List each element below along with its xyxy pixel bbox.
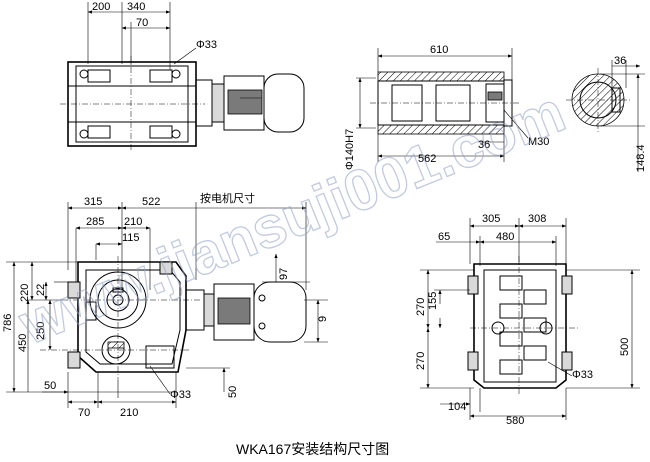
dim-bore: Φ140H7 — [344, 129, 356, 170]
dim-210-bottom: 210 — [120, 407, 138, 419]
dim-270-upper: 270 — [415, 298, 427, 316]
dim-786: 786 — [2, 314, 14, 332]
dim-308: 308 — [528, 213, 546, 225]
top-view-dims: 200 340 70 Φ33 — [92, 1, 217, 65]
dim-220: 220 — [19, 284, 31, 302]
dim-480: 480 — [496, 231, 514, 243]
dim-562: 562 — [418, 153, 436, 165]
shaft-section-dims: 610 Φ140H7 562 36 M30 — [344, 44, 549, 170]
dim-580: 580 — [506, 415, 524, 427]
dim-97: 97 — [278, 268, 290, 280]
dim-305: 305 — [482, 213, 500, 225]
motor-size-note: 按电机尺寸 — [200, 191, 255, 205]
dim-50-right: 50 — [227, 386, 239, 398]
dim-36-shaft: 36 — [478, 139, 490, 151]
dim-155: 155 — [427, 292, 439, 310]
dim-522: 522 — [142, 196, 160, 208]
dim-315: 315 — [84, 196, 102, 208]
dim-115: 115 — [122, 232, 140, 244]
thread-m30: M30 — [528, 136, 549, 148]
dim-450: 450 — [17, 334, 29, 352]
side-view-dims: 305 308 65 480 270 155 270 500 Φ33 104 5… — [415, 213, 631, 427]
dim-340: 340 — [127, 1, 145, 13]
shaft-section-view — [356, 48, 529, 162]
drawing-caption: WKA167安装结构尺寸图 — [236, 441, 389, 457]
dim-610: 610 — [430, 44, 448, 56]
hole-dia-side: Φ33 — [572, 369, 593, 381]
dim-36-end: 36 — [614, 55, 626, 67]
hole-dia-top: Φ33 — [196, 39, 217, 51]
shaft-end-dims: 36 148.4 — [614, 55, 647, 172]
dim-22: 22 — [35, 284, 47, 296]
dim-65: 65 — [438, 231, 450, 243]
side-view — [420, 218, 640, 420]
dim-9: 9 — [317, 316, 329, 322]
front-view — [6, 202, 328, 408]
dim-250: 250 — [35, 322, 47, 340]
dim-200: 200 — [92, 1, 110, 13]
dim-285: 285 — [86, 216, 104, 228]
dim-50-left: 50 — [44, 380, 56, 392]
hole-dia-front: Φ33 — [170, 389, 191, 401]
dim-70-bottom: 70 — [78, 407, 90, 419]
dim-104: 104 — [448, 401, 466, 413]
dim-500: 500 — [619, 338, 631, 356]
dim-70: 70 — [136, 17, 148, 29]
front-view-dims: 315 522 按电机尺寸 285 210 115 220 22 250 786… — [2, 191, 329, 419]
dim-148: 148.4 — [635, 144, 647, 172]
dim-210-top: 210 — [124, 216, 142, 228]
top-view — [60, 2, 305, 150]
dim-270-lower: 270 — [415, 352, 427, 370]
shaft-end-view — [566, 60, 645, 172]
